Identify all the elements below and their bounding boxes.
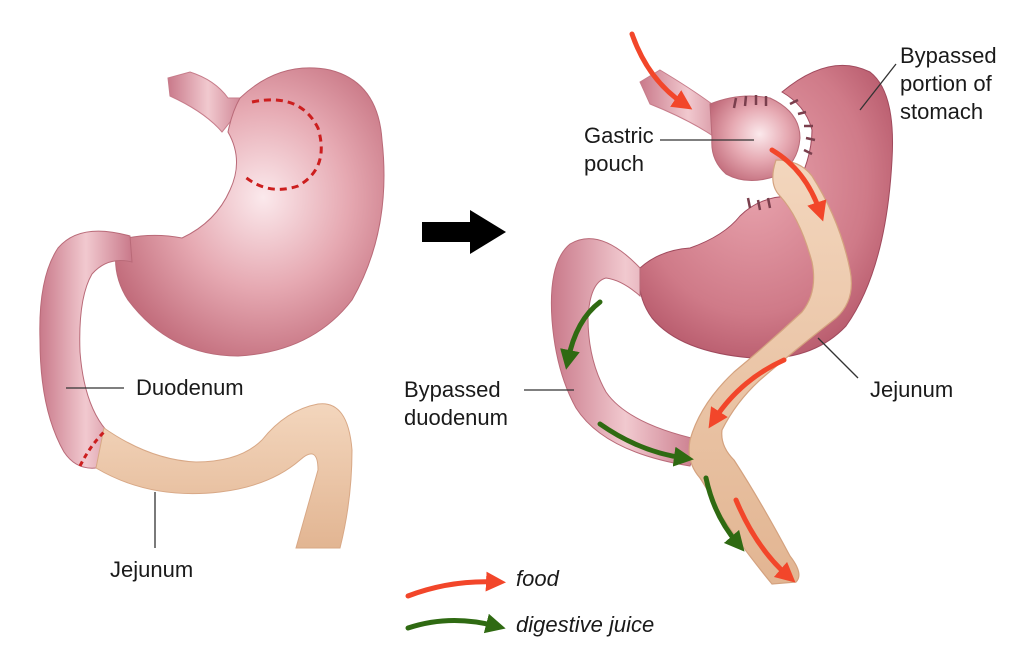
- food-arrow-jejunum-lower: [733, 497, 796, 583]
- juice-arrow-duodenum-upper: [560, 299, 603, 370]
- gastric-pouch-label: Gastric pouch: [584, 123, 654, 176]
- transition-arrow: [422, 210, 506, 254]
- bypassed-stomach-label: Bypassed portion of stomach: [900, 43, 997, 124]
- juice-arrow-common-limb: [703, 475, 745, 552]
- right-bypass-anatomy: [524, 31, 897, 585]
- food-arrows: [629, 31, 827, 583]
- right-staple-marks: [732, 95, 816, 211]
- left-jejunum-label: Jejunum: [110, 557, 194, 582]
- left-pouch-cut-line: [243, 98, 323, 191]
- legend-food-arrow: [405, 571, 506, 599]
- juice-arrow-duodenum-lower: [597, 421, 694, 467]
- food-arrow-pouch: [769, 147, 827, 222]
- bypassed-duodenum-label: Bypassed duodenum: [404, 377, 508, 430]
- right-jejunum-leader: [817, 337, 859, 379]
- legend-arrows: [405, 571, 506, 634]
- legend-food-label: food: [516, 566, 559, 591]
- food-arrow-jejunum-upper: [708, 357, 787, 429]
- juice-arrows: [560, 299, 745, 552]
- food-arrow-esophagus: [629, 31, 693, 110]
- left-duodenum-label: Duodenum: [136, 375, 244, 400]
- left-duodenum-cut-line: [78, 430, 106, 467]
- right-jejunum-limb: [688, 159, 852, 585]
- left-duodenum: [39, 230, 133, 469]
- legend-juice-arrow: [405, 613, 506, 634]
- left-normal-anatomy: [39, 67, 385, 549]
- legend-juice-label: digestive juice: [516, 612, 655, 637]
- left-stomach: [115, 67, 385, 357]
- right-bypassed-stomach-leader: [859, 63, 897, 111]
- right-jejunum-label: Jejunum: [870, 377, 954, 402]
- left-jejunum: [95, 403, 353, 549]
